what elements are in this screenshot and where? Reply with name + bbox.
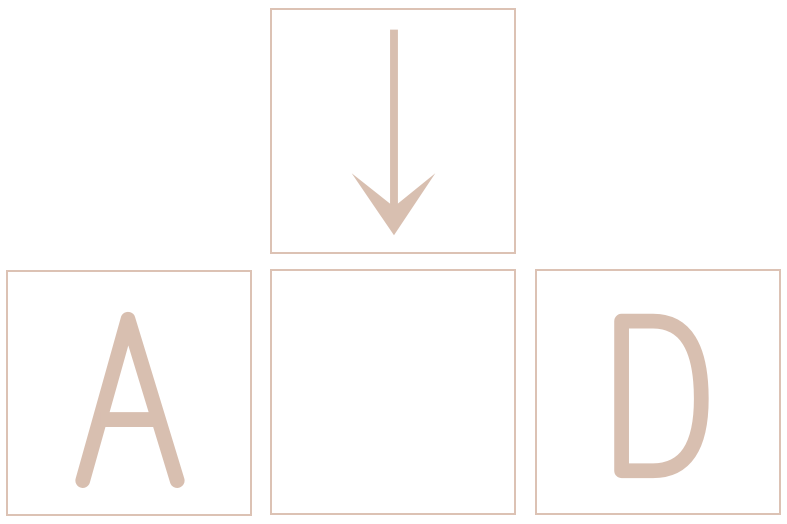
arrow-key[interactable] [270,8,516,254]
arrow-down-icon [351,29,436,236]
a-key[interactable]: A [6,270,252,516]
letter-a-icon [75,311,185,488]
blank-key[interactable] [270,269,516,515]
d-key[interactable]: D [535,269,781,515]
letter-d-icon [614,313,709,479]
